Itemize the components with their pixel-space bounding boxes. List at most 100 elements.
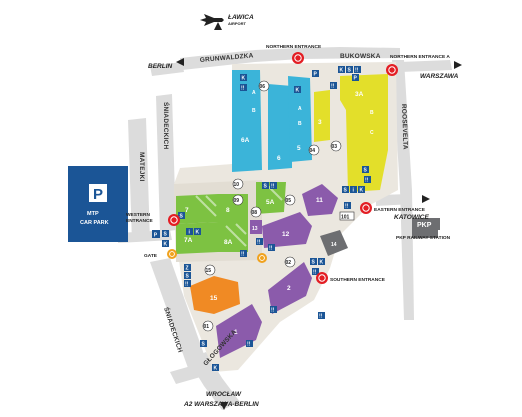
svg-text:S: S bbox=[344, 188, 348, 194]
entrance-south-icon bbox=[316, 272, 328, 284]
restroom-icon: !! bbox=[354, 66, 361, 74]
svg-text:!!: !! bbox=[271, 308, 275, 314]
elevator-icon: Z bbox=[184, 264, 191, 272]
svg-text:!!: !! bbox=[345, 204, 349, 210]
hall-3a bbox=[340, 74, 388, 192]
svg-text:K: K bbox=[296, 88, 300, 94]
street-matejki: MATEJKI bbox=[138, 152, 145, 181]
stairs-icon: S bbox=[200, 340, 207, 348]
stairs-icon: S bbox=[342, 186, 349, 194]
svg-text:06: 06 bbox=[260, 84, 266, 90]
entrance-east-icon bbox=[360, 202, 372, 214]
kiosk-icon: K bbox=[338, 66, 345, 74]
stairs-icon: S bbox=[346, 66, 353, 74]
restroom-icon: !! bbox=[268, 244, 275, 252]
svg-text:!!: !! bbox=[247, 342, 251, 348]
svg-text:i: i bbox=[353, 188, 355, 194]
svg-text:S: S bbox=[186, 274, 190, 280]
parking-sign-icon: P bbox=[152, 230, 160, 238]
info-icon: i bbox=[186, 228, 193, 236]
label-southern-entrance: SOUTHERN ENTRANCE bbox=[330, 277, 386, 283]
restroom-icon: !! bbox=[256, 238, 263, 246]
hall-5a-label: 5A bbox=[266, 199, 275, 206]
kiosk-icon: K bbox=[294, 86, 301, 94]
info-icon: i bbox=[350, 186, 357, 194]
hall-6a-sublabel-b: B bbox=[252, 108, 256, 114]
svg-text:04: 04 bbox=[310, 148, 316, 154]
hall-6a-label: 6A bbox=[241, 137, 250, 144]
hall-6a-sublabel-a: A bbox=[252, 90, 256, 96]
direction-labels: BERLIN WARSZAWA KATOWICE WROCŁAW A2 WARS… bbox=[148, 14, 459, 408]
hall-8-label: 8 bbox=[226, 207, 230, 214]
direction-arrows bbox=[176, 22, 462, 410]
hall-3a-label: 3A bbox=[355, 91, 364, 98]
building-15-marker: 15 bbox=[204, 264, 216, 276]
arrow-right-katowice-icon bbox=[422, 195, 430, 203]
hall-11-label: 11 bbox=[316, 197, 323, 204]
svg-text:!!: !! bbox=[313, 270, 317, 276]
svg-text:K: K bbox=[164, 242, 168, 248]
svg-text:K: K bbox=[214, 366, 218, 372]
hall-7 bbox=[176, 194, 218, 224]
direction-wroclaw: WROCŁAW bbox=[206, 391, 242, 398]
hall-1-label: 1 bbox=[234, 329, 238, 336]
hall-1 bbox=[216, 304, 262, 358]
kiosk-icon: K bbox=[240, 74, 247, 82]
svg-text:03: 03 bbox=[332, 144, 338, 150]
entrance-north-icon bbox=[292, 52, 304, 64]
street-bukowska: BUKOWSKA bbox=[340, 53, 381, 60]
hall-6-label: 6 bbox=[277, 155, 281, 162]
restroom-icon: !! bbox=[184, 280, 191, 288]
kiosk-icon: K bbox=[162, 240, 169, 248]
hall-11 bbox=[302, 184, 338, 216]
pkp-station-label: PKP RAILWAY STATION bbox=[396, 235, 451, 241]
gate-marker-icon bbox=[167, 249, 177, 259]
stairs-icon: S bbox=[310, 258, 317, 266]
restroom-icon: !! bbox=[240, 84, 247, 92]
svg-text:P: P bbox=[154, 232, 158, 238]
road-sniadeckich-bottom bbox=[150, 258, 206, 368]
svg-text:15: 15 bbox=[206, 268, 212, 274]
svg-text:!!: !! bbox=[319, 314, 323, 320]
hall-7a-label: 7A bbox=[184, 237, 193, 244]
restroom-icon: !! bbox=[344, 202, 351, 210]
arrow-left-berlin-icon bbox=[176, 58, 184, 66]
mtp-car-park: P MTP CAR PARK bbox=[68, 166, 128, 242]
svg-text:!!: !! bbox=[257, 240, 261, 246]
road-matejki bbox=[128, 118, 150, 242]
label-gate: GATE bbox=[144, 253, 158, 259]
road-eastern-link bbox=[376, 194, 412, 206]
svg-text:14: 14 bbox=[331, 242, 337, 248]
svg-text:P: P bbox=[314, 72, 318, 78]
label-western-line2: ENTRANCE bbox=[126, 218, 153, 224]
svg-text:S: S bbox=[312, 260, 316, 266]
hall-7-label: 7 bbox=[185, 207, 189, 214]
hall-3-label: 3 bbox=[318, 119, 322, 126]
road-glogowska bbox=[188, 352, 240, 410]
svg-text:10: 10 bbox=[234, 182, 240, 188]
svg-text:02: 02 bbox=[286, 260, 292, 266]
kiosk-icon: K bbox=[194, 228, 201, 236]
svg-text:!!: !! bbox=[271, 184, 275, 190]
label-eastern-entrance: EASTERN ENTRANCE bbox=[374, 207, 426, 213]
svg-text:101: 101 bbox=[341, 215, 350, 221]
building-04: 04 bbox=[308, 144, 320, 156]
svg-text:!!: !! bbox=[241, 86, 245, 92]
svg-text:K: K bbox=[320, 260, 324, 266]
pkp-badge-text: PKP bbox=[417, 222, 432, 229]
building-10: 10 bbox=[232, 178, 244, 190]
hall-6 bbox=[268, 84, 292, 170]
car-park-line2: CAR PARK bbox=[80, 220, 109, 226]
svg-text:K: K bbox=[196, 230, 200, 236]
kiosk-icon: K bbox=[358, 186, 365, 194]
hall-5 bbox=[288, 76, 312, 162]
entrance-north-a-icon bbox=[386, 64, 398, 76]
svg-text:08: 08 bbox=[252, 210, 258, 216]
arrow-down-wroclaw-icon bbox=[220, 402, 228, 410]
svg-text:K: K bbox=[360, 188, 364, 194]
parking-sign-icon: P bbox=[312, 70, 319, 78]
building-101: 101 bbox=[339, 211, 355, 221]
svg-text:S: S bbox=[264, 184, 268, 190]
blue-halls: 6A 6 5 A B A B bbox=[232, 70, 312, 172]
